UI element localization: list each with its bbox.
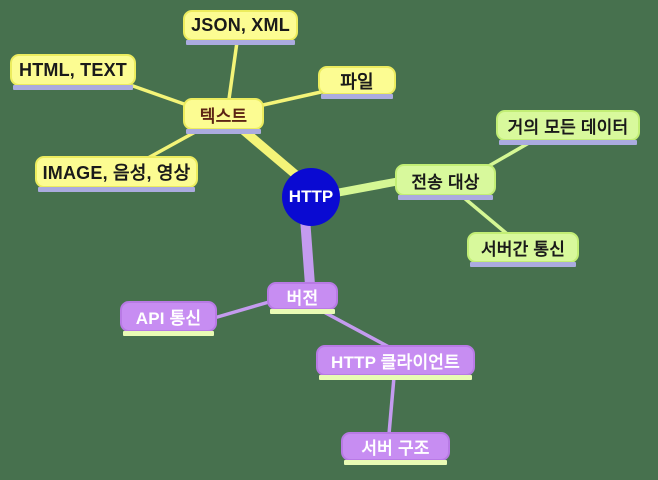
node-text-label: 텍스트 — [199, 106, 248, 126]
node-html-text-accent-bar — [13, 85, 133, 90]
node-image-audio-video[interactable]: IMAGE, 음성, 영상 — [35, 156, 198, 192]
node-almost-all-data-accent-bar — [499, 140, 637, 145]
node-version[interactable]: 버전 — [267, 282, 338, 314]
node-http-label: HTTP — [288, 187, 334, 206]
node-image-audio-video-label: IMAGE, 음성, 영상 — [42, 163, 191, 183]
node-transfer-target-accent-bar — [398, 195, 493, 200]
edge-transfer-server-to-server — [461, 195, 508, 235]
node-json-xml-label: JSON, XML — [191, 15, 290, 35]
edge-http-client-server-structure — [387, 375, 396, 436]
edge-version-http-client — [320, 309, 391, 349]
node-almost-all-data-label: 거의 모든 데이터 — [507, 118, 629, 137]
node-version-accent-bar — [270, 309, 335, 314]
node-server-structure-accent-bar — [344, 460, 447, 465]
node-api-comm[interactable]: API 통신 — [120, 301, 217, 336]
node-version-label: 버전 — [286, 288, 319, 308]
node-server-to-server[interactable]: 서버간 통신 — [467, 232, 579, 267]
node-http-client[interactable]: HTTP 클라이언트 — [316, 345, 475, 380]
node-transfer-target[interactable]: 전송 대상 — [395, 164, 496, 200]
edge-http-version — [300, 213, 315, 290]
node-file[interactable]: 파일 — [318, 66, 396, 99]
node-text-accent-bar — [186, 129, 261, 134]
edge-text-html-text — [131, 84, 186, 106]
edge-http-text — [238, 125, 307, 185]
node-http-client-accent-bar — [319, 375, 472, 380]
node-almost-all-data[interactable]: 거의 모든 데이터 — [496, 110, 640, 145]
node-server-structure-label: 서버 구조 — [361, 439, 430, 458]
node-json-xml[interactable]: JSON, XML — [183, 10, 298, 45]
node-image-audio-video-accent-bar — [38, 187, 195, 192]
edge-text-file — [261, 90, 323, 107]
node-file-accent-bar — [321, 94, 393, 99]
node-transfer-target-label: 전송 대상 — [411, 172, 480, 192]
node-text[interactable]: 텍스트 — [183, 98, 264, 134]
edge-text-image — [146, 129, 199, 160]
edge-http-transfer-target — [332, 177, 404, 197]
node-html-text-label: HTML, TEXT — [19, 59, 127, 80]
node-html-text[interactable]: HTML, TEXT — [10, 54, 136, 90]
node-api-comm-label: API 통신 — [135, 309, 202, 328]
edge-version-api-comm — [212, 300, 271, 320]
node-api-comm-accent-bar — [123, 331, 214, 336]
node-file-label: 파일 — [340, 71, 374, 92]
node-http-client-label: HTTP 클라이언트 — [330, 353, 460, 372]
node-server-to-server-accent-bar — [470, 262, 576, 267]
node-server-to-server-label: 서버간 통신 — [480, 240, 566, 259]
node-http-root[interactable]: HTTP — [282, 168, 340, 226]
edge-text-json-xml — [227, 40, 239, 101]
node-server-structure[interactable]: 서버 구조 — [341, 432, 450, 465]
node-json-xml-accent-bar — [186, 40, 295, 45]
